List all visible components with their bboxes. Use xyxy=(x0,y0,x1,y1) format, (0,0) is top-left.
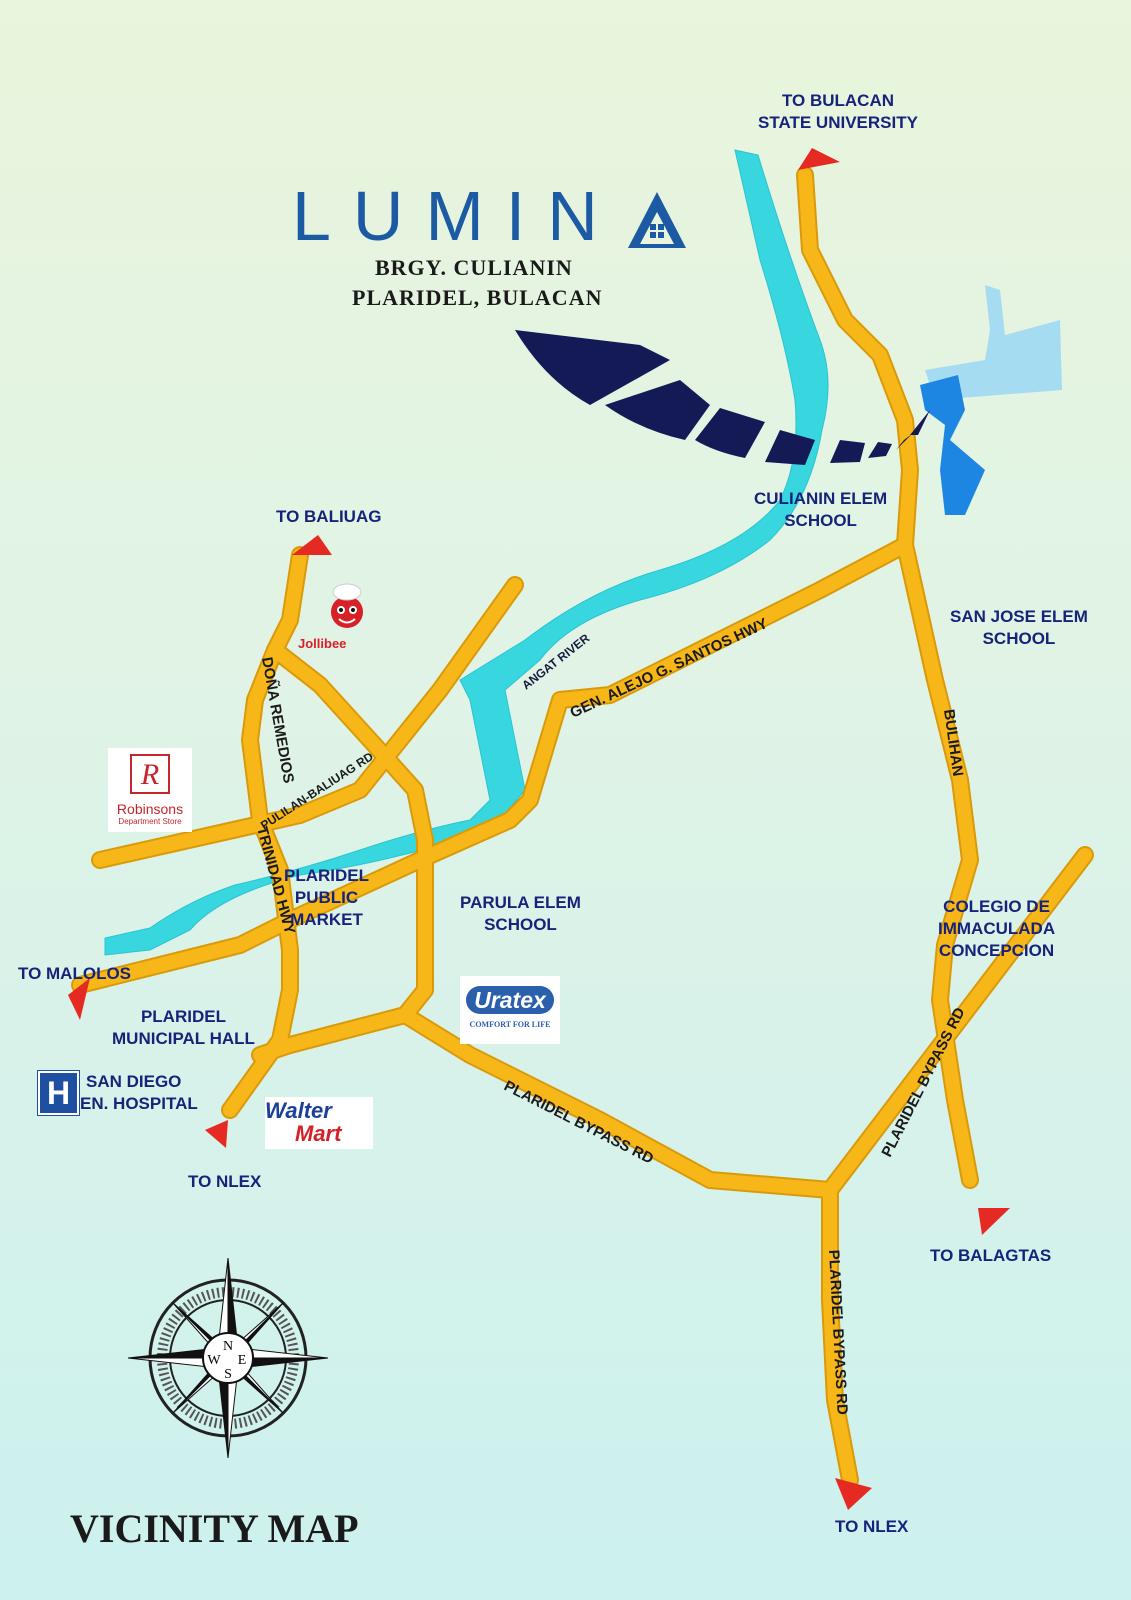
direction-to-bsu-line2: STATE UNIVERSITY xyxy=(758,113,918,132)
arrow-to-malolos-icon xyxy=(68,978,90,1020)
waltermart-logo: Walter Mart xyxy=(265,1097,373,1149)
roads xyxy=(71,166,1094,1489)
logo-house-icon xyxy=(628,192,686,248)
lumina-site xyxy=(920,285,1062,515)
road-label-dona-remedios: DOÑA REMEDIOS xyxy=(258,656,298,785)
map-title: VICINITY MAP xyxy=(70,1506,359,1551)
label-colegio-line1: COLEGIO DE xyxy=(943,897,1050,916)
svg-text:R: R xyxy=(140,758,159,791)
label-market-line3: MARKET xyxy=(290,910,363,929)
label-san-jose-line1: SAN JOSE ELEM xyxy=(950,607,1088,626)
label-hospital-line2: EN. HOSPITAL xyxy=(80,1094,198,1113)
uratex-name: Uratex xyxy=(466,986,554,1014)
label-market-line1: PLARIDEL xyxy=(284,866,369,885)
direction-to-malolos: TO MALOLOS xyxy=(18,964,132,983)
label-culianin-school: CULIANIN ELEM SCHOOL xyxy=(754,488,887,532)
label-colegio-line3: CONCEPCION xyxy=(938,941,1055,960)
arrow-to-nlex-south-icon xyxy=(835,1478,872,1510)
arrow-to-balagtas-icon xyxy=(978,1208,1010,1235)
label-san-jose-school: SAN JOSE ELEM SCHOOL xyxy=(950,606,1088,650)
robinsons-sub: Department Store xyxy=(118,817,182,826)
label-hall-line2: MUNICIPAL HALL xyxy=(112,1029,255,1048)
road-label-bypass-south: PLARIDEL BYPASS RD xyxy=(501,1077,656,1167)
waltermart-name-line2: Mart xyxy=(295,1121,342,1146)
label-colegio: COLEGIO DE IMMACULADA CONCEPCION xyxy=(938,896,1055,962)
angat-river xyxy=(104,149,829,956)
robinsons-r-icon: R xyxy=(130,754,170,794)
compass-rose-icon: N E S W xyxy=(127,1257,329,1459)
label-culianin-line1: CULIANIN ELEM xyxy=(754,489,888,508)
label-culianin-line2: SCHOOL xyxy=(784,511,857,530)
label-parula-line1: PARULA ELEM xyxy=(460,893,581,912)
road-label-gen-santos: GEN. ALEJO G. SANTOS HWY xyxy=(568,615,771,722)
label-municipal-hall: PLARIDEL MUNICIPAL HALL xyxy=(112,1006,255,1050)
compass-e: E xyxy=(238,1353,247,1368)
arrow-to-baliuag-icon xyxy=(292,535,332,555)
logo-location-line2: PLARIDEL, BULACAN xyxy=(352,285,603,310)
robinsons-logo: R Robinsons Department Store xyxy=(108,748,192,832)
direction-to-baliuag: TO BALIUAG xyxy=(276,507,382,526)
arrow-to-nlex-west-icon xyxy=(205,1120,228,1148)
compass-w: W xyxy=(207,1353,221,1368)
direction-to-nlex-west: TO NLEX xyxy=(188,1172,262,1191)
direction-to-balagtas: TO BALAGTAS xyxy=(930,1246,1052,1265)
direction-to-bsu-line1: TO BULACAN xyxy=(781,91,895,110)
uratex-sub: COMFORT FOR LIFE xyxy=(469,1020,551,1029)
label-hospital: SAN DIEGO EN. HOSPITAL xyxy=(80,1071,198,1115)
compass-n: N xyxy=(223,1339,233,1354)
label-public-market: PLARIDEL PUBLIC MARKET xyxy=(284,865,369,931)
jollibee-label: Jollibee xyxy=(298,636,347,651)
uratex-logo: Uratex COMFORT FOR LIFE xyxy=(460,976,560,1044)
label-san-jose-line2: SCHOOL xyxy=(982,629,1056,648)
label-hospital-line1: SAN DIEGO xyxy=(86,1072,182,1091)
direction-to-nlex-south: TO NLEX xyxy=(835,1517,909,1536)
logo-feather xyxy=(515,330,930,465)
waltermart-name-line1: Walter xyxy=(265,1098,332,1123)
logo-location-line1: BRGY. CULIANIN xyxy=(375,255,573,280)
arrow-to-bsu-icon xyxy=(798,148,840,170)
jollibee-logo xyxy=(331,583,363,628)
label-parula-line2: SCHOOL xyxy=(484,915,557,934)
logo-wordmark: LUMIN xyxy=(292,177,620,255)
label-hall-line1: PLARIDEL xyxy=(140,1007,226,1026)
direction-to-bsu: TO BULACAN STATE UNIVERSITY xyxy=(758,90,918,134)
label-parula-school: PARULA ELEM SCHOOL xyxy=(460,892,581,936)
label-market-line2: PUBLIC xyxy=(294,888,359,907)
direction-arrows xyxy=(68,148,1010,1510)
label-colegio-line2: IMMACULADA xyxy=(938,919,1056,938)
compass-s: S xyxy=(224,1367,232,1382)
robinsons-name: Robinsons xyxy=(116,801,184,817)
hospital-icon: H xyxy=(37,1070,80,1116)
